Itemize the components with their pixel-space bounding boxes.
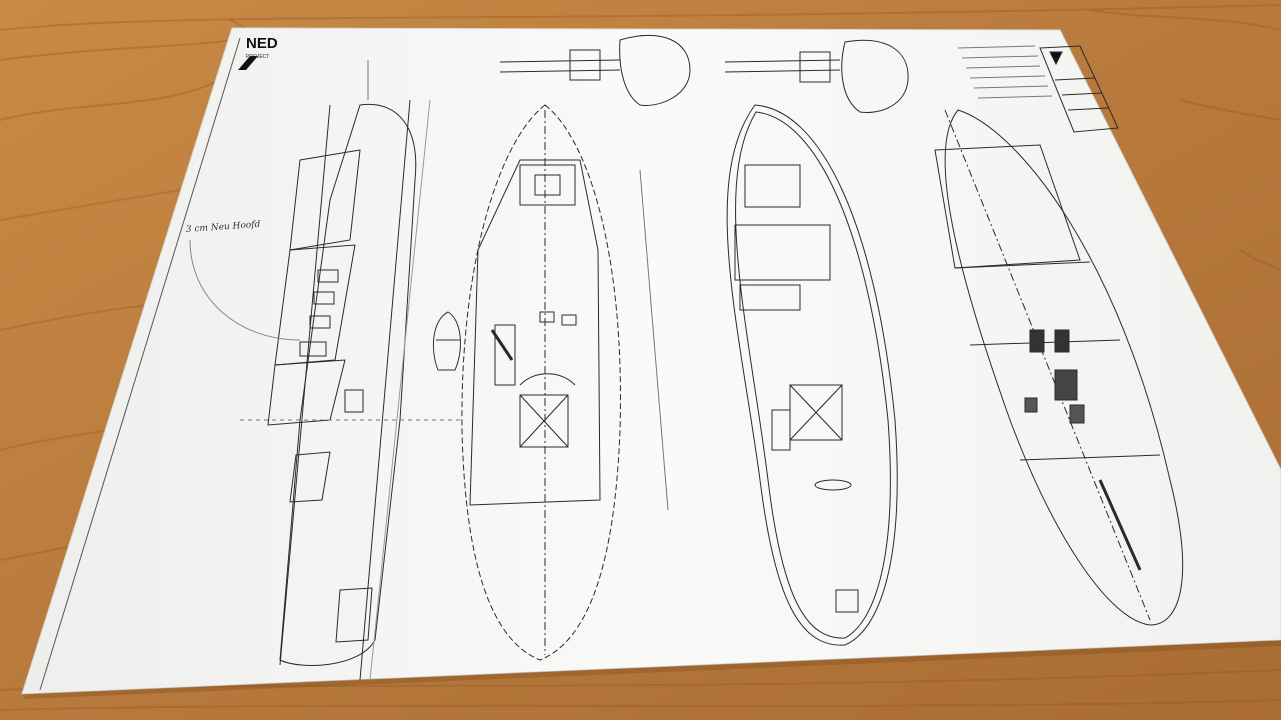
logo-text: NED	[246, 35, 278, 52]
deck-plan-main	[726, 104, 898, 646]
blueprint-paper	[21, 27, 1281, 695]
logo-subtext: PROJECT	[246, 54, 269, 60]
ned-logo: NED PROJECT	[238, 35, 278, 70]
dinghy-drawing	[432, 311, 461, 371]
section-views	[499, 34, 909, 114]
deck-plan-top	[461, 104, 621, 661]
deck-plan-lower	[934, 109, 1184, 626]
drawing-border	[39, 37, 241, 691]
ship-side-profile	[189, 99, 431, 681]
dimension-lines	[240, 60, 669, 511]
paper-edge-shadow	[22, 640, 1281, 699]
title-block	[957, 45, 1119, 133]
